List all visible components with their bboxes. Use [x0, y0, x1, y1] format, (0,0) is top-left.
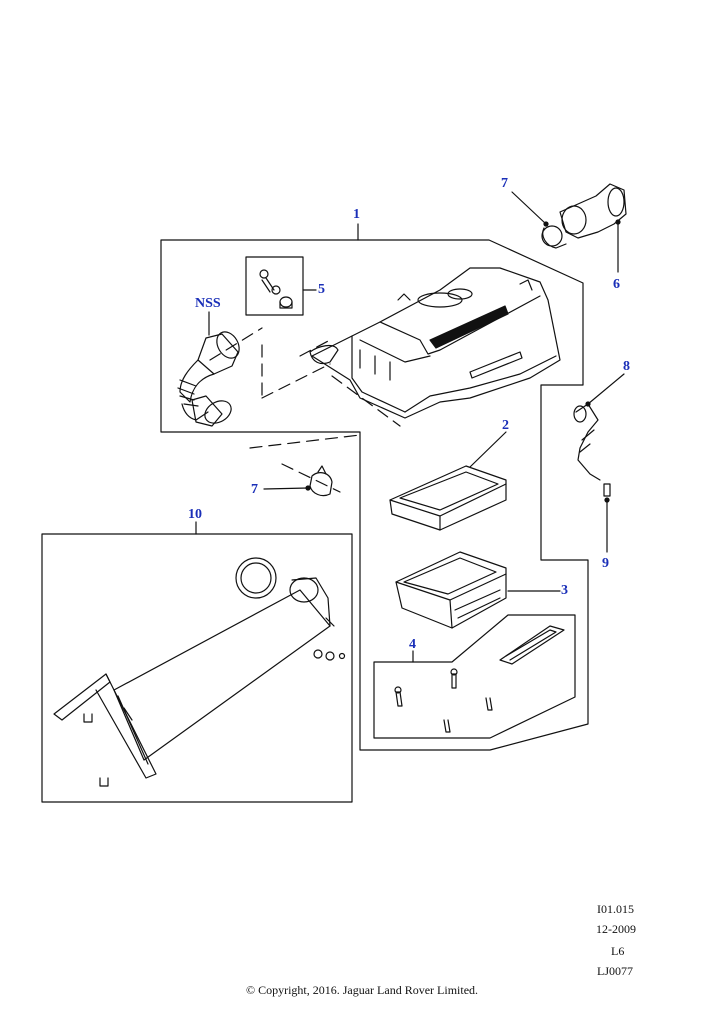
- part-5-studs: [259, 269, 293, 309]
- sensor-and-bolt: [573, 401, 611, 503]
- leader-8: [587, 373, 625, 405]
- part-4-seal-bolts: [394, 625, 565, 733]
- callout-7-top-label: 7: [501, 176, 508, 191]
- callout-10-label: 10: [188, 507, 202, 522]
- callout-9-label: 9: [602, 556, 609, 571]
- callout-nss[interactable]: NSS: [195, 297, 221, 311]
- callout-7-top[interactable]: 7: [501, 177, 508, 191]
- leader-2: [469, 431, 507, 468]
- callout-6-label: 6: [613, 277, 620, 292]
- callout-8-label: 8: [623, 359, 630, 374]
- callout-nss-label: NSS: [195, 296, 221, 311]
- resonator-tube: [53, 557, 346, 787]
- group-1-outline: [160, 239, 589, 751]
- intake-elbow: [541, 183, 627, 249]
- callout-2-label: 2: [502, 418, 509, 433]
- leader-7-top: [511, 191, 547, 225]
- lower-housing: [395, 551, 507, 629]
- callout-8[interactable]: 8: [623, 360, 630, 374]
- filter-element: [389, 465, 507, 531]
- callout-6[interactable]: 6: [613, 278, 620, 292]
- copyright-notice: © Copyright, 2016. Jaguar Land Rover Lim…: [245, 983, 479, 997]
- callout-4-label: 4: [409, 637, 416, 652]
- callout-5[interactable]: 5: [318, 283, 325, 297]
- callout-2[interactable]: 2: [502, 419, 509, 433]
- callout-10[interactable]: 10: [188, 508, 202, 522]
- air-cleaner-housing: [309, 267, 561, 419]
- group-10-box: [41, 533, 353, 803]
- group-4-outline: [373, 614, 576, 739]
- leader-7-mid: [263, 487, 309, 490]
- callout-1[interactable]: 1: [353, 208, 360, 222]
- callout-3[interactable]: 3: [561, 584, 568, 598]
- callout-4[interactable]: 4: [409, 638, 416, 652]
- callout-5-label: 5: [318, 282, 325, 297]
- nss-hose: [177, 331, 240, 427]
- group-5-box: [245, 256, 304, 316]
- diagram-code: LJ0077: [597, 964, 633, 978]
- callout-1-label: 1: [353, 207, 360, 222]
- callout-7-mid-label: 7: [251, 482, 258, 497]
- diagram-page: L6: [611, 944, 625, 958]
- callout-3-label: 3: [561, 583, 568, 598]
- callout-7-mid[interactable]: 7: [251, 483, 258, 497]
- clamp-mid: [305, 465, 333, 497]
- diagram-ref: I01.015: [597, 902, 634, 916]
- callout-9[interactable]: 9: [602, 557, 609, 571]
- diagram-date: 12-2009: [596, 922, 636, 936]
